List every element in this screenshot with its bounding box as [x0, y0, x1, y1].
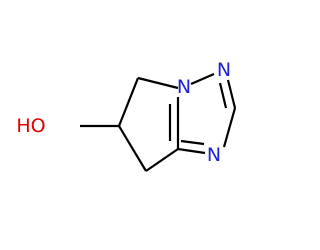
bond-n-ring-lower-to-c-fused: [177, 147, 206, 155]
bond-ch-to-n-ring-lower: [222, 107, 237, 148]
chemical-structure-diagram: HO N N N: [16, 59, 237, 172]
bond-n-top-right-to-ch: [226, 79, 237, 109]
bond-ch2-top-to-choh: [117, 77, 140, 127]
bond-ch2-top-to-n-bridge: [137, 76, 179, 90]
hydroxyl-label: HO: [16, 115, 45, 137]
bond-ch2-bottom-to-c-fused: [145, 148, 179, 172]
bond-n-top-right-to-ch-inner-double: [218, 82, 228, 109]
triazole-nitrogen-top-label: N: [217, 59, 231, 81]
bond-n-bridge-to-n-top-right: [190, 72, 215, 86]
bond-choh-to-ch2-bottom: [118, 125, 147, 172]
triazole-nitrogen-lower-label: N: [207, 144, 221, 166]
bridgehead-nitrogen-label: N: [177, 76, 191, 98]
bond-n-ring-lower-to-c-fused-inner-double: [180, 139, 205, 146]
